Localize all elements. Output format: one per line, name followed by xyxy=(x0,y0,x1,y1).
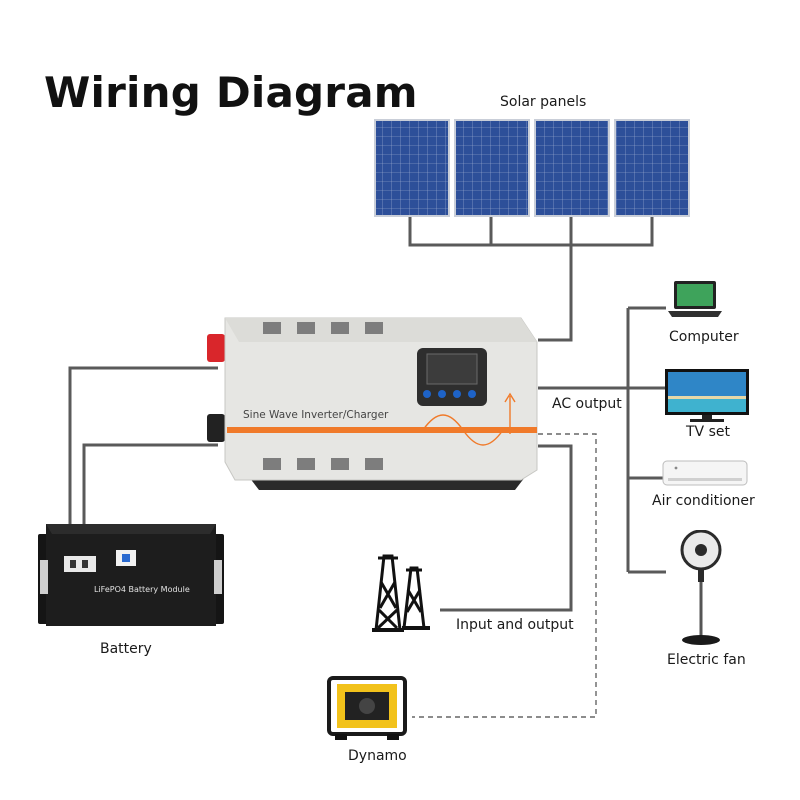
negative-terminal xyxy=(207,414,225,442)
battery-icon: LiFePO4 Battery Module xyxy=(38,524,224,626)
air-conditioner-label: Air conditioner xyxy=(652,493,755,509)
input-output-wire xyxy=(440,444,573,612)
inverter-text: Sine Wave Inverter/Charger xyxy=(243,409,389,421)
dynamo-label: Dynamo xyxy=(348,748,407,764)
electric-fan-icon xyxy=(680,530,722,645)
electric-fan-label: Electric fan xyxy=(667,652,746,668)
solar-panel-icon xyxy=(614,119,690,217)
air-conditioner-icon xyxy=(662,460,748,486)
solar-panel-icon xyxy=(454,119,530,217)
solar-panel-array xyxy=(374,119,690,217)
computer-label: Computer xyxy=(669,329,739,345)
generator-icon xyxy=(327,676,407,740)
solar-panel-icon xyxy=(534,119,610,217)
tv-icon xyxy=(665,369,749,422)
positive-terminal xyxy=(207,334,225,362)
power-tower-icon xyxy=(372,554,430,632)
solar-panels-label: Solar panels xyxy=(500,94,587,110)
inverter-icon: Sine Wave Inverter/Charger xyxy=(207,317,538,490)
ac-output-label: AC output xyxy=(552,396,622,412)
page-title: Wiring Diagram xyxy=(44,68,418,118)
battery-module-text: LiFePO4 Battery Module xyxy=(94,585,190,594)
ac-output-wires xyxy=(538,306,666,574)
solar-wires xyxy=(408,215,654,342)
dynamo-wire xyxy=(412,433,597,718)
tv-set-label: TV set xyxy=(686,424,730,440)
battery-label: Battery xyxy=(100,641,152,657)
input-output-label: Input and output xyxy=(456,617,574,633)
solar-panel-icon xyxy=(374,119,450,217)
laptop-icon xyxy=(668,281,722,317)
